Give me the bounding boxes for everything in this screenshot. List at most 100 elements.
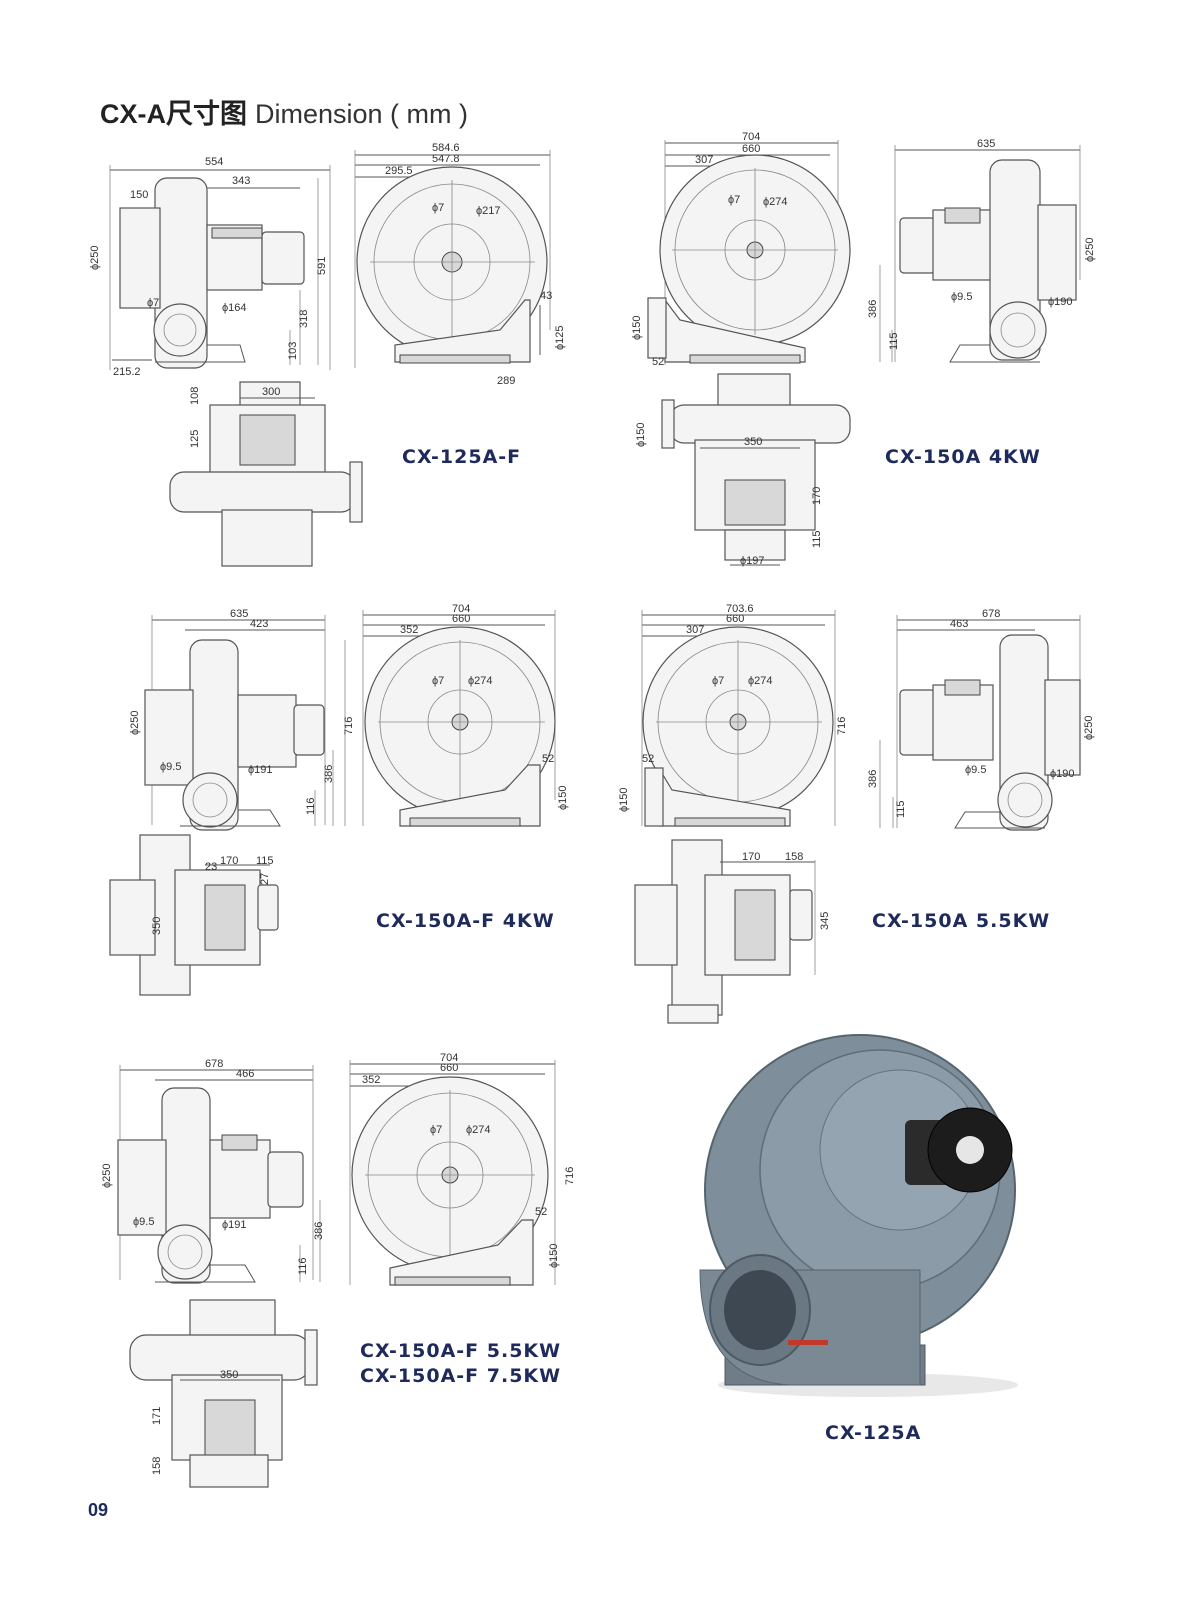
cx150af4kw-side-view: 635 423 ϕ250 ϕ9.5 ϕ191 716 386 116 xyxy=(129,608,355,831)
dim-115: 115 xyxy=(256,855,274,867)
cx150a55kw-side-view: 678 463 ϕ250 ϕ9.5 ϕ190 386 115 xyxy=(867,608,1095,831)
dim-116: 116 xyxy=(305,797,317,815)
dim-phi190: ϕ190 xyxy=(1050,768,1075,780)
dim-352: 352 xyxy=(362,1074,380,1086)
dim-phi274: ϕ274 xyxy=(763,196,788,208)
dim-170: 170 xyxy=(742,851,760,863)
dim-phi217: ϕ217 xyxy=(476,205,501,217)
dim-125: 125 xyxy=(189,430,201,448)
dim-716: 716 xyxy=(836,717,848,735)
cx150af55kw-top-view: 350 171 158 xyxy=(129,1299,318,1488)
dim-phi125: ϕ125 xyxy=(554,325,566,350)
dim-678: 678 xyxy=(205,1058,223,1070)
dim-phi7: ϕ7 xyxy=(728,194,740,206)
dim-phi7: ϕ7 xyxy=(147,297,159,309)
dim-phi250: ϕ250 xyxy=(1083,715,1095,740)
dim-350: 350 xyxy=(151,917,163,935)
dim-318: 318 xyxy=(298,310,310,328)
dim-660: 660 xyxy=(440,1062,458,1074)
dim-115: 115 xyxy=(811,530,823,548)
dim-phi150: ϕ150 xyxy=(635,422,647,447)
dim-116: 116 xyxy=(297,1257,309,1275)
page-number: 09 xyxy=(88,1500,109,1520)
dim-phi274: ϕ274 xyxy=(466,1124,491,1136)
dim-158: 158 xyxy=(151,1457,163,1475)
dim-660: 660 xyxy=(742,143,760,155)
dim-52: 52 xyxy=(535,1206,547,1218)
dim-171: 171 xyxy=(151,1407,163,1425)
dim-phi7: ϕ7 xyxy=(430,1124,442,1136)
dim-43: 43 xyxy=(540,290,552,302)
dim-phi164: ϕ164 xyxy=(222,302,247,314)
cx125af-front-view: 584.6 547.8 295.5 ϕ7 ϕ217 43 ϕ125 289 xyxy=(354,142,566,387)
dim-phi197: ϕ197 xyxy=(740,555,765,567)
dim-phi7: ϕ7 xyxy=(432,675,444,687)
dim-phi191: ϕ191 xyxy=(222,1219,247,1231)
dim-52: 52 xyxy=(542,753,554,765)
dim-phi274: ϕ274 xyxy=(748,675,773,687)
dim-phi190: ϕ190 xyxy=(1048,296,1073,308)
dim-23: 23 xyxy=(205,861,217,873)
model-label-cx125a-photo: CX-125A xyxy=(825,1422,922,1444)
model-label-cx150af-4kw: CX-150A-F 4KW xyxy=(376,910,555,932)
model-label-cx150a-4kw: CX-150A 4KW xyxy=(885,446,1041,468)
dim-phi191: ϕ191 xyxy=(248,764,273,776)
dim-phi9-5: ϕ9.5 xyxy=(133,1216,154,1228)
dim-554: 554 xyxy=(205,156,223,168)
dim-660: 660 xyxy=(452,613,470,625)
dim-phi150: ϕ150 xyxy=(631,315,643,340)
dim-phi150: ϕ150 xyxy=(557,785,569,810)
dim-170: 170 xyxy=(811,487,823,505)
dim-115: 115 xyxy=(888,332,900,350)
cx150a55kw-front-view: 703.6 660 307 ϕ7 ϕ274 716 52 ϕ150 xyxy=(618,603,848,827)
dim-591: 591 xyxy=(316,257,328,275)
dim-716: 716 xyxy=(564,1167,576,1185)
dim-678: 678 xyxy=(982,608,1000,620)
cx150a4kw-side-view: 635 ϕ250 ϕ9.5 ϕ190 386 115 xyxy=(867,138,1096,363)
cx150af55kw-front-view: 704 660 352 ϕ7 ϕ274 716 52 ϕ150 xyxy=(349,1052,576,1286)
dim-103: 103 xyxy=(287,342,299,360)
dim-52: 52 xyxy=(642,753,654,765)
dim-584-6: 584.6 xyxy=(432,142,460,154)
dim-27: 27 xyxy=(259,873,271,885)
dim-170: 170 xyxy=(220,855,238,867)
dim-phi150: ϕ150 xyxy=(548,1243,560,1268)
dim-phi7: ϕ7 xyxy=(712,675,724,687)
dim-phi150: ϕ150 xyxy=(618,787,630,812)
dim-703-6: 703.6 xyxy=(726,603,754,615)
dim-52: 52 xyxy=(652,356,664,368)
dim-386: 386 xyxy=(313,1222,325,1240)
dim-phi250: ϕ250 xyxy=(101,1163,113,1188)
cx125af-top-view: 300 108 125 xyxy=(169,381,363,567)
dim-158: 158 xyxy=(785,851,803,863)
model-label-cx125af: CX-125A-F xyxy=(402,446,522,468)
dim-463: 463 xyxy=(950,618,968,630)
dim-phi9-5: ϕ9.5 xyxy=(965,764,986,776)
dim-466: 466 xyxy=(236,1068,254,1080)
dim-352: 352 xyxy=(400,624,418,636)
dim-phi7: ϕ7 xyxy=(432,202,444,214)
model-label-cx150af-55kw: CX-150A-F 5.5KW xyxy=(360,1340,562,1362)
dim-phi250: ϕ250 xyxy=(129,710,141,735)
dim-295-5: 295.5 xyxy=(385,165,413,177)
dim-635: 635 xyxy=(230,608,248,620)
cx150a4kw-front-view: 704 660 307 ϕ7 ϕ274 ϕ150 52 xyxy=(631,131,851,368)
dim-115: 115 xyxy=(895,800,907,818)
cx150af4kw-top-view: 23 170 115 27 350 xyxy=(109,834,279,996)
cx150a55kw-top-view: 170 158 345 xyxy=(634,839,831,1024)
cx150af4kw-front-view: 704 660 352 ϕ7 ϕ274 52 ϕ150 xyxy=(362,603,569,827)
page-title-model: CX-A尺寸图 xyxy=(100,99,247,129)
dim-phi9-5: ϕ9.5 xyxy=(951,291,972,303)
dim-386: 386 xyxy=(867,770,879,788)
dim-704: 704 xyxy=(452,603,470,615)
dim-350: 350 xyxy=(744,436,762,448)
dim-704: 704 xyxy=(742,131,760,143)
dim-386: 386 xyxy=(867,300,879,318)
cx125af-side-view: 554 150 343 ϕ250 591 ϕ7 ϕ164 318 103 215… xyxy=(89,156,331,378)
dim-289: 289 xyxy=(497,375,515,387)
dim-423: 423 xyxy=(250,618,268,630)
cx150af55kw-side-view: 678 466 ϕ250 ϕ9.5 ϕ191 386 116 xyxy=(101,1058,325,1284)
dim-660: 660 xyxy=(726,613,744,625)
cx150a4kw-top-view: ϕ150 350 170 115 ϕ197 xyxy=(635,373,851,567)
